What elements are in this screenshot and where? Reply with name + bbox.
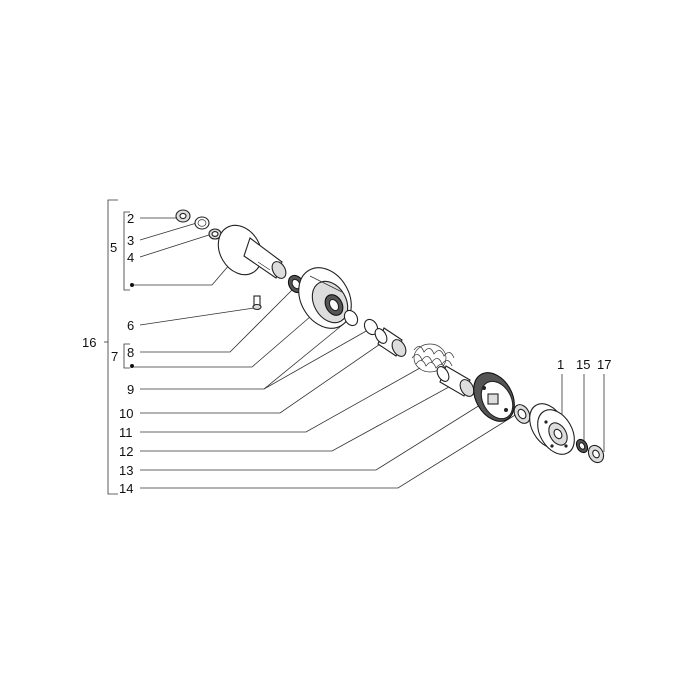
part-15-washer — [575, 438, 589, 454]
part-14-washer — [513, 404, 531, 424]
leader-line-10 — [140, 339, 387, 414]
bracket-group-5 — [123, 211, 130, 291]
part-6-screw — [252, 295, 262, 311]
leader-line-12 — [140, 381, 459, 452]
callout-3: 3 — [127, 233, 134, 248]
callout-labels: 16 5 2 3 4 6 7 8 9 10 11 12 13 14 1 15 1… — [82, 211, 611, 496]
leader-line-9 — [140, 321, 347, 390]
part-17-nut — [587, 444, 605, 464]
part-5-fixed-pulley — [217, 224, 287, 279]
leader-line-3 — [139, 221, 201, 241]
callout-9: 9 — [127, 382, 134, 397]
part-4-bearing — [208, 228, 222, 240]
callout-13: 13 — [119, 463, 133, 478]
callout-6: 6 — [127, 318, 134, 333]
part-9-seal-rings — [343, 309, 379, 336]
leader-line-9b — [263, 329, 369, 390]
part-1-clutch-bell — [529, 403, 575, 455]
leader-line-14 — [140, 411, 521, 489]
callout-10: 10 — [119, 406, 133, 421]
leader-line-6 — [139, 307, 255, 326]
callout-11: 11 — [119, 425, 133, 440]
callout-8: 8 — [127, 345, 134, 360]
callout-1: 1 — [557, 357, 564, 372]
part-7-movable-pulley — [298, 267, 352, 329]
leader-line-4 — [139, 233, 213, 258]
bullet-dot-5 — [130, 283, 134, 287]
leader-line-5-dot — [134, 263, 231, 286]
callout-2: 2 — [127, 211, 134, 226]
part-10-bushing — [374, 327, 407, 357]
bullet-dot-7 — [130, 364, 134, 368]
callout-12: 12 — [119, 444, 133, 459]
part-13-clutch-assembly — [473, 372, 515, 422]
leader-lines — [134, 217, 605, 489]
callout-14: 14 — [119, 481, 133, 496]
leader-line-11 — [140, 367, 421, 433]
callout-4: 4 — [127, 250, 134, 265]
callout-7: 7 — [111, 349, 118, 364]
part-3-washer — [194, 216, 210, 230]
part-11-spring — [411, 343, 455, 373]
callout-17: 17 — [597, 357, 611, 372]
callout-5: 5 — [110, 240, 117, 255]
bracket-group-16 — [104, 199, 118, 495]
part-12-sleeve — [436, 365, 475, 397]
part-2-nut — [175, 209, 191, 223]
callout-15: 15 — [576, 357, 590, 372]
leader-line-13 — [140, 399, 489, 471]
leader-line-8 — [140, 289, 293, 353]
callout-16: 16 — [82, 335, 96, 350]
leader-line-7-dot — [134, 309, 319, 368]
bracket-group-7 — [123, 343, 130, 369]
